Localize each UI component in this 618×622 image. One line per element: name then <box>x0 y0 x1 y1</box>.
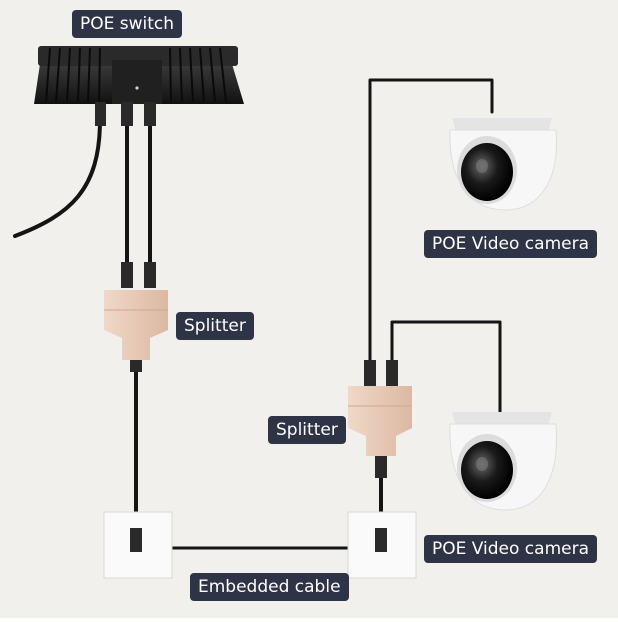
label-splitter-left: Splitter <box>176 312 254 340</box>
camera-top-device <box>449 118 558 211</box>
label-camera-top: POE Video camera <box>424 230 598 258</box>
wall-plate-left <box>103 511 173 579</box>
camera-bottom-device <box>449 412 558 511</box>
poe-switch-device <box>34 46 244 126</box>
splitter-right-device <box>348 360 412 478</box>
label-splitter-right: Splitter <box>268 416 346 444</box>
cables <box>13 78 502 550</box>
label-embedded-cable: Embedded cable <box>190 573 349 601</box>
label-camera-bottom: POE Video camera <box>424 535 598 563</box>
label-poe-switch: POE switch <box>72 10 183 38</box>
power-cord <box>13 118 102 238</box>
cable-splitter-to-camera-top <box>368 78 494 362</box>
splitter-left-device <box>104 262 168 372</box>
cable-splitter-to-camera-bottom <box>390 320 502 414</box>
wall-plate-right <box>347 511 417 579</box>
